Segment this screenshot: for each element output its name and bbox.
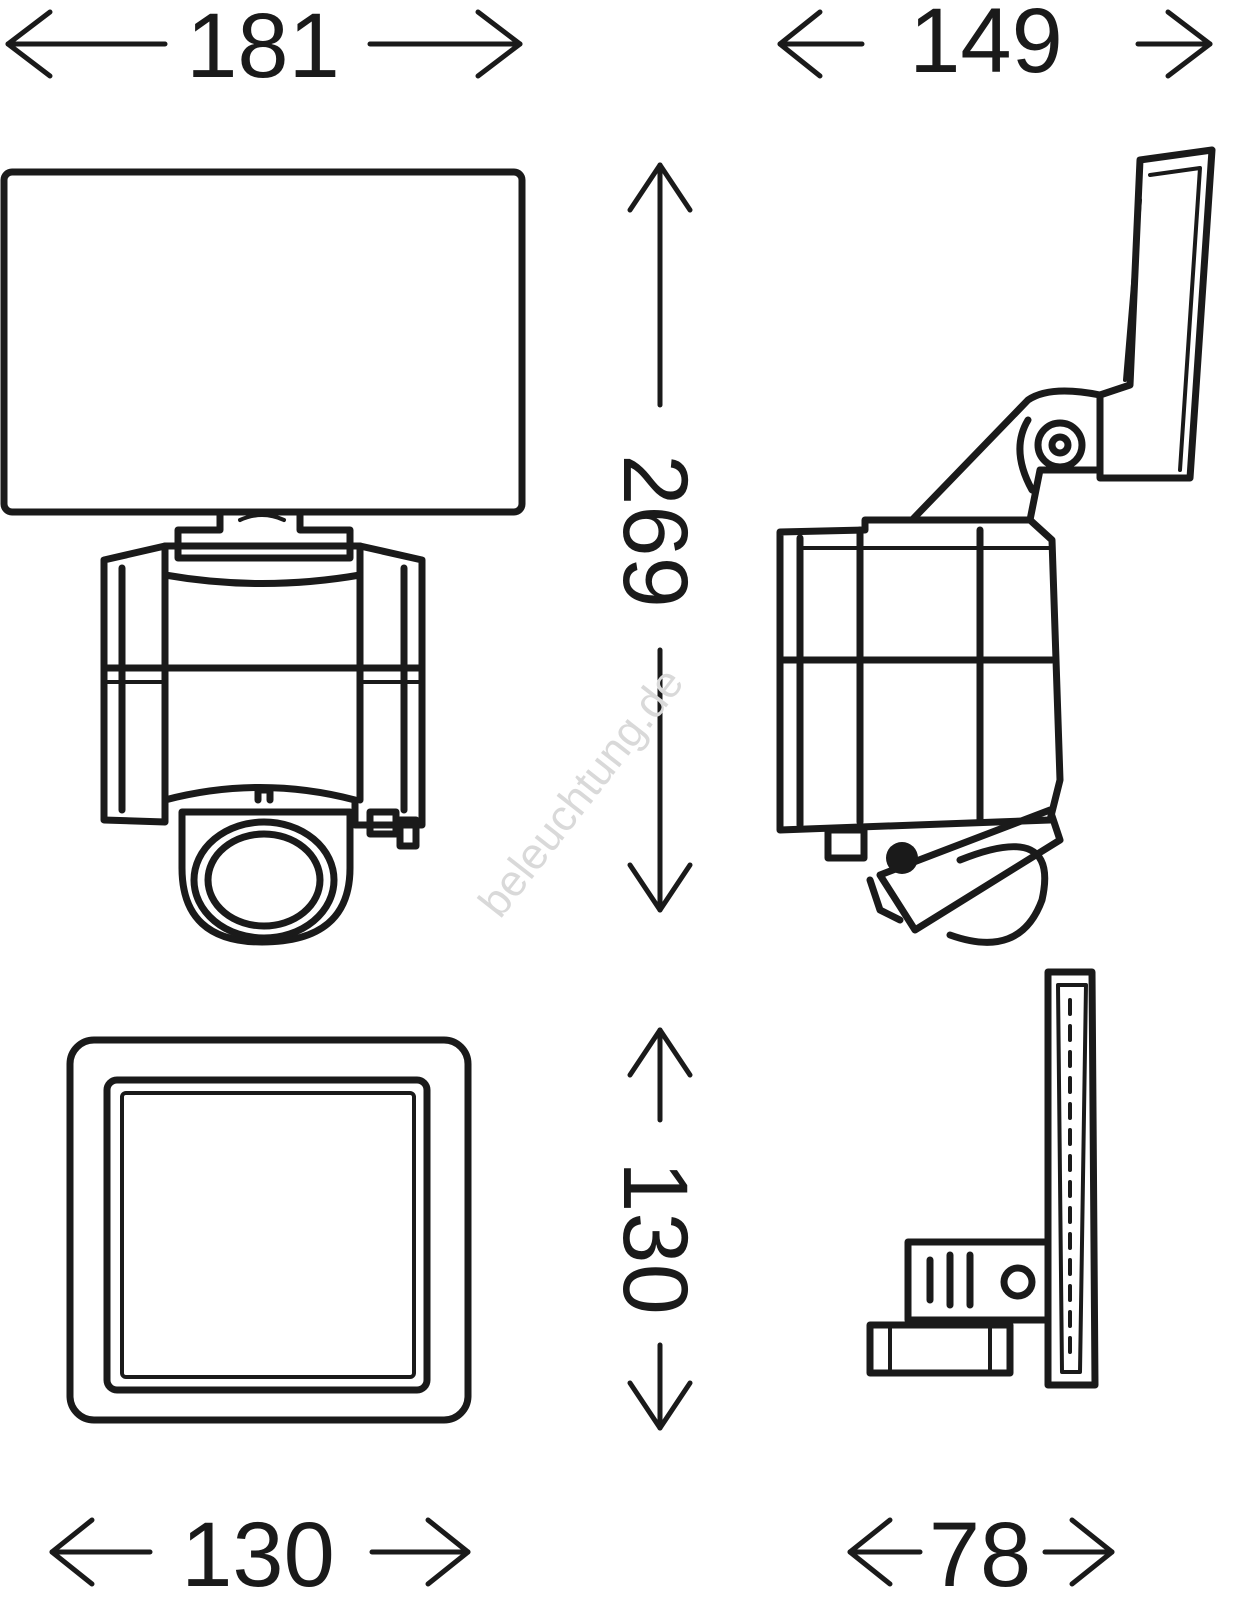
arrow-left-icon bbox=[49, 1517, 153, 1587]
arrow-right-icon bbox=[1042, 1517, 1115, 1587]
front-view-lamp bbox=[0, 168, 526, 946]
dimension-label-130-vertical: 130 bbox=[604, 1161, 706, 1315]
solar-panel-side bbox=[1096, 146, 1216, 482]
arrow-down-icon bbox=[627, 1342, 693, 1431]
dimension-height: 269 bbox=[604, 162, 706, 913]
dimension-label-78: 78 bbox=[929, 1504, 1031, 1600]
solar-panel-front bbox=[0, 168, 526, 516]
arrow-down-icon bbox=[627, 647, 693, 913]
arrow-left-icon bbox=[5, 9, 168, 79]
dimension-panel-depth: 78 bbox=[847, 1504, 1115, 1600]
dimension-panel-width: 130 bbox=[49, 1504, 471, 1600]
arrow-left-icon bbox=[777, 9, 865, 79]
panel-side-view bbox=[866, 968, 1099, 1389]
arrow-right-icon bbox=[369, 1517, 471, 1587]
dimension-label-269: 269 bbox=[604, 454, 706, 608]
arrow-right-icon bbox=[367, 9, 523, 79]
arrow-up-icon bbox=[627, 162, 693, 408]
dimension-label-130-horizontal: 130 bbox=[181, 1504, 335, 1600]
side-view-lamp bbox=[776, 146, 1216, 946]
dimension-label-149: 149 bbox=[909, 0, 1063, 92]
arrow-left-icon bbox=[847, 1517, 923, 1587]
dimension-panel-height: 130 bbox=[604, 1027, 706, 1431]
arrow-right-icon bbox=[1135, 9, 1213, 79]
dimension-width-top: 181 bbox=[5, 0, 523, 97]
arrow-up-icon bbox=[627, 1027, 693, 1123]
dimension-label-181: 181 bbox=[186, 0, 340, 97]
dimension-depth-top: 149 bbox=[777, 0, 1213, 92]
panel-front-view bbox=[66, 1036, 472, 1424]
